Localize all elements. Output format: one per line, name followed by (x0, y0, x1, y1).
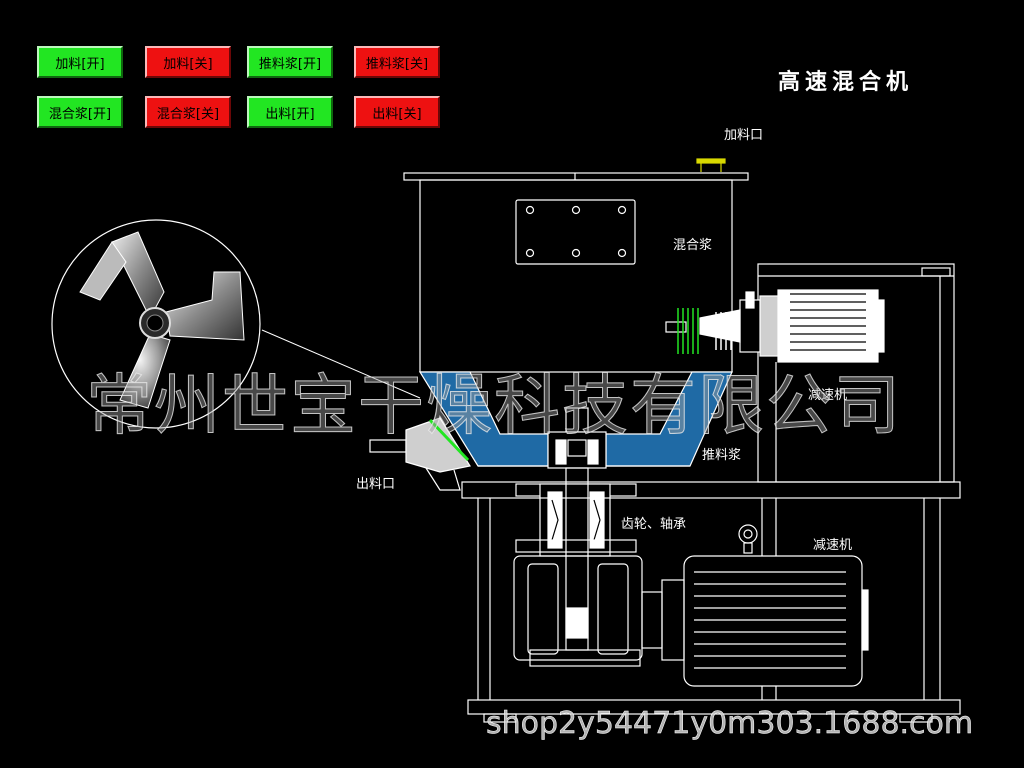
feed-on-button[interactable]: 加料[开] (37, 46, 123, 78)
discharge-on-button[interactable]: 出料[开] (247, 96, 333, 128)
page-title: 高速混合机 (778, 70, 914, 95)
discharge-outlet-label: 出料口 (356, 477, 396, 492)
mixer-tank (403, 158, 749, 373)
push-paddle-blades (677, 308, 732, 354)
push-paddle-on-button[interactable]: 推料浆[开] (247, 46, 333, 78)
push-paddle-off-button[interactable]: 推料浆[关] (354, 46, 440, 78)
feed-inlet-label: 加料口 (724, 128, 764, 143)
upper-reducer-motor (665, 263, 955, 483)
push-paddle-label: 推料浆 (702, 448, 742, 463)
gear-bearing-label: 齿轮、轴承 (621, 517, 687, 532)
impeller-zoom-detail (51, 219, 421, 429)
mixing-paddle-label: 混合浆 (673, 238, 713, 253)
mix-paddle-off-button[interactable]: 混合浆[关] (145, 96, 231, 128)
upper-reducer-label: 减速机 (808, 388, 848, 403)
lower-reducer-motor (641, 524, 869, 687)
shop-url-watermark: shop2y54471y0m303.1688.com (486, 706, 974, 742)
discharge-off-button[interactable]: 出料[关] (354, 96, 440, 128)
main-shaft (513, 407, 643, 667)
feed-off-button[interactable]: 加料[关] (145, 46, 231, 78)
mix-paddle-on-button[interactable]: 混合浆[开] (37, 96, 123, 128)
company-watermark: 常州世宝干燥科技有限公司 (86, 367, 902, 445)
lower-reducer-label: 减速机 (813, 538, 853, 553)
discharge-outlet (369, 417, 471, 491)
